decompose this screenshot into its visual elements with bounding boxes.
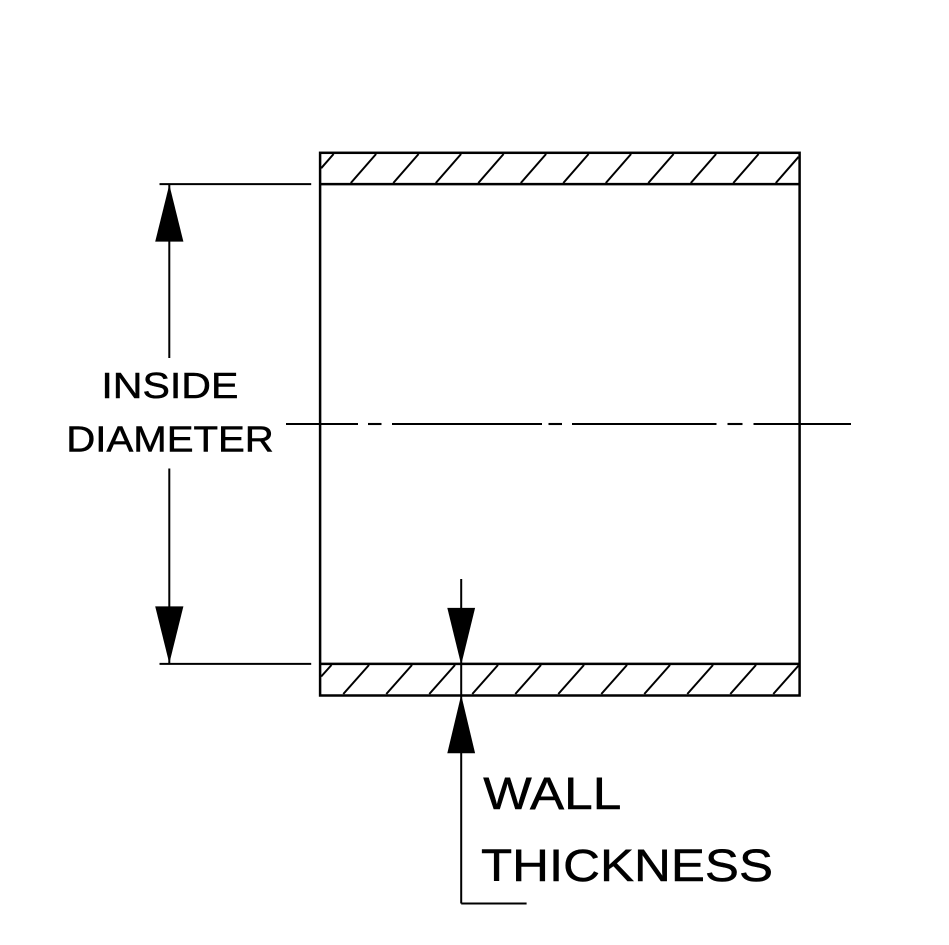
svg-text:THICKNESS: THICKNESS xyxy=(481,840,773,891)
svg-text:WALL: WALL xyxy=(483,768,621,819)
svg-text:INSIDE: INSIDE xyxy=(101,365,238,406)
svg-text:DIAMETER: DIAMETER xyxy=(66,419,273,460)
